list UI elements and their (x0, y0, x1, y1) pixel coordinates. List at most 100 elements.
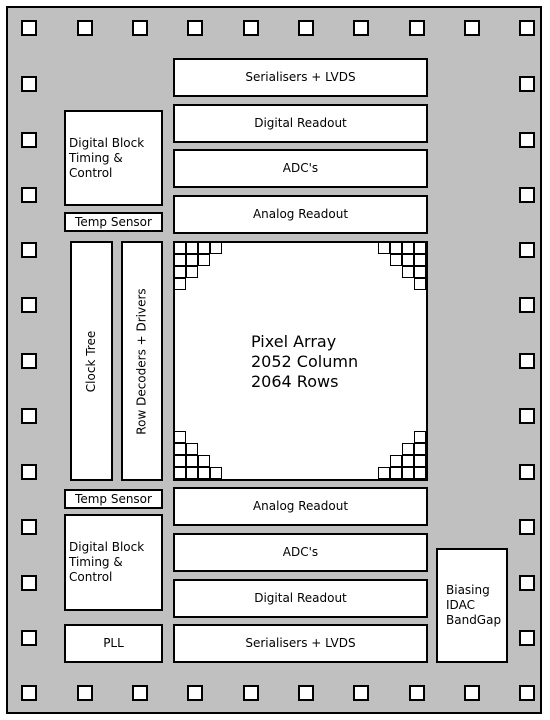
adcs-top: ADC's (173, 149, 428, 188)
pixel-cell (402, 455, 414, 467)
io-pad (519, 242, 535, 258)
pixel-cell (414, 254, 426, 266)
pixel-cell (198, 242, 210, 254)
row-decoders-label: Row Decoders + Drivers (134, 287, 149, 435)
io-pad (77, 20, 93, 36)
biasing-idac-bandgap: Biasing IDAC BandGap (436, 548, 508, 663)
pixel-cell (174, 278, 186, 290)
pixel-cell (414, 242, 426, 254)
pixel-cell (402, 266, 414, 278)
pll: PLL (64, 624, 163, 663)
digital-readout-top: Digital Readout (173, 104, 428, 143)
io-pad (77, 685, 93, 701)
pixel-cell (378, 467, 390, 479)
io-pad (243, 685, 259, 701)
io-pad (519, 519, 535, 535)
pixel-cell (414, 467, 426, 479)
io-pad (519, 464, 535, 480)
io-pad (21, 187, 37, 203)
io-pad (464, 685, 480, 701)
io-pad (21, 408, 37, 424)
pixel-cell (186, 467, 198, 479)
io-pad (132, 685, 148, 701)
io-pad (519, 76, 535, 92)
pixel-array (173, 241, 428, 481)
temp-sensor-bottom: Temp Sensor (64, 489, 163, 509)
pixel-cell (414, 455, 426, 467)
io-pad (298, 685, 314, 701)
pixel-cell (414, 278, 426, 290)
io-pad (21, 353, 37, 369)
analog-readout-top: Analog Readout (173, 195, 428, 234)
pixel-cell (390, 455, 402, 467)
io-pad (21, 297, 37, 313)
analog-readout-bottom-label: Analog Readout (252, 499, 349, 513)
clock-tree: Clock Tree (70, 241, 113, 481)
pixel-cell (414, 266, 426, 278)
io-pad (21, 242, 37, 258)
serialisers-lvds-top-label: Serialisers + LVDS (245, 70, 356, 84)
adcs-bottom: ADC's (173, 533, 428, 572)
digital-readout-top-label: Digital Readout (254, 116, 347, 130)
io-pad (21, 20, 37, 36)
pll-label: PLL (103, 636, 124, 650)
temp-sensor-top: Temp Sensor (64, 212, 163, 232)
io-pad (187, 685, 203, 701)
io-pad (519, 575, 535, 591)
serialisers-lvds-bottom: Serialisers + LVDS (173, 624, 428, 663)
serialisers-lvds-bottom-label: Serialisers + LVDS (245, 636, 356, 650)
pixel-cell (174, 242, 186, 254)
io-pad (21, 76, 37, 92)
analog-readout-top-label: Analog Readout (252, 207, 349, 221)
io-pad (519, 630, 535, 646)
adcs-bottom-label: ADC's (282, 545, 319, 559)
temp-sensor-bottom-label: Temp Sensor (75, 491, 152, 506)
io-pad (21, 519, 37, 535)
io-pad (409, 20, 425, 36)
pixel-cell (174, 443, 186, 455)
pixel-cell (174, 266, 186, 278)
pixel-cell (186, 254, 198, 266)
pixel-cell (390, 467, 402, 479)
pixel-cell (186, 455, 198, 467)
pixel-cell (198, 455, 210, 467)
io-pad (298, 20, 314, 36)
digital-readout-bottom-label: Digital Readout (254, 591, 347, 605)
io-pad (519, 297, 535, 313)
pixel-cell (186, 266, 198, 278)
pixel-cell (174, 455, 186, 467)
pixel-cell (390, 242, 402, 254)
temp-sensor-top-label: Temp Sensor (75, 214, 152, 229)
pixel-cell (186, 443, 198, 455)
digital-block-timing-control-bottom: Digital Block Timing & Control (64, 514, 163, 611)
pixel-cell (186, 242, 198, 254)
io-pad (21, 630, 37, 646)
io-pad (21, 685, 37, 701)
serialisers-lvds-top: Serialisers + LVDS (173, 58, 428, 97)
io-pad (132, 20, 148, 36)
io-pad (519, 353, 535, 369)
io-pad (353, 685, 369, 701)
adcs-top-label: ADC's (282, 161, 319, 175)
digital-block-timing-control-top: Digital Block Timing & Control (64, 110, 163, 206)
io-pad (187, 20, 203, 36)
pixel-cell (414, 443, 426, 455)
pixel-cell (402, 242, 414, 254)
io-pad (519, 132, 535, 148)
pixel-cell (402, 443, 414, 455)
digital-readout-bottom: Digital Readout (173, 579, 428, 618)
clock-tree-label: Clock Tree (84, 330, 99, 392)
pixel-cell (378, 242, 390, 254)
pixel-cell (402, 467, 414, 479)
row-decoders-drivers: Row Decoders + Drivers (121, 241, 163, 481)
pixel-cell (210, 467, 222, 479)
pixel-cell (402, 254, 414, 266)
pixel-array-label: Pixel Array 2052 Column 2064 Rows (251, 332, 359, 391)
pixel-cell (390, 254, 402, 266)
pixel-cell (198, 467, 210, 479)
pixel-cell (174, 431, 186, 443)
io-pad (519, 685, 535, 701)
io-pad (21, 464, 37, 480)
pixel-cell (414, 431, 426, 443)
io-pad (21, 575, 37, 591)
